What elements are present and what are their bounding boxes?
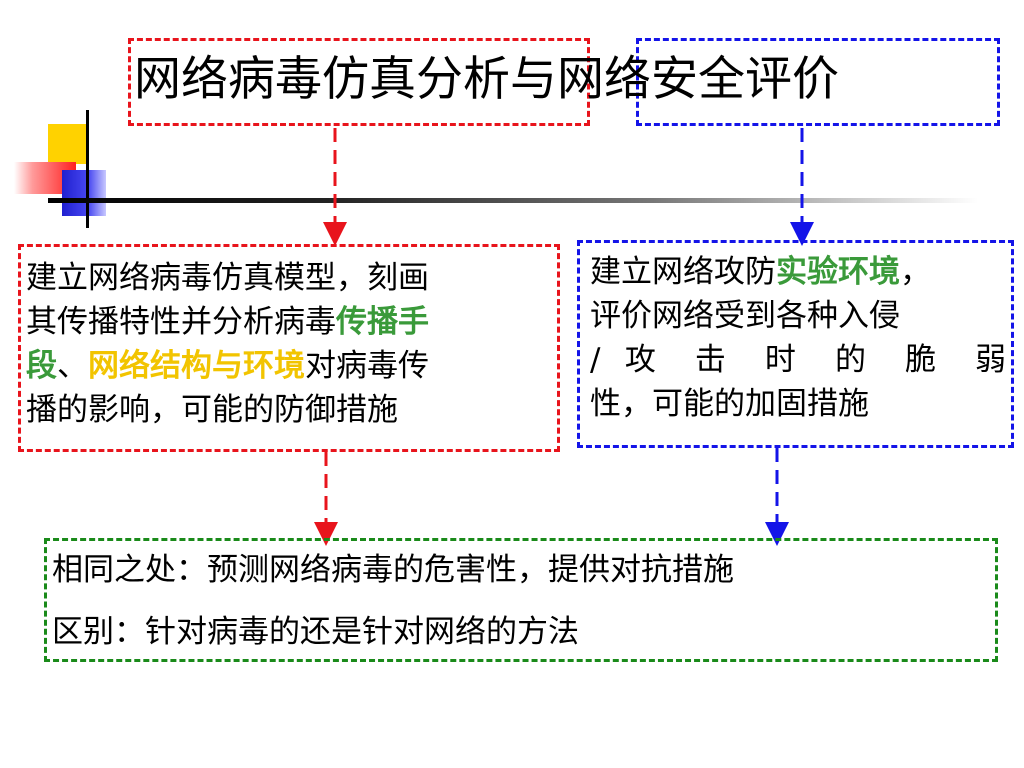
right-line-1-comma: ， <box>900 254 931 290</box>
title-right-frame <box>636 38 1000 126</box>
comparison-box <box>44 538 998 662</box>
highlight-propagation-means-cont: 段 <box>26 348 57 384</box>
right-line-1-text: 建立网络攻防 <box>590 254 776 290</box>
highlight-experiment-environment: 实验环境 <box>776 254 900 290</box>
left-line-2-text: 其传播特性并分析病毒 <box>26 304 336 340</box>
right-line-3: / 攻 击 时 的 脆 弱 <box>590 342 1006 378</box>
left-line-2: 其传播特性并分析病毒传播手 <box>26 300 542 344</box>
right-line-2: 评价网络受到各种入侵 <box>590 298 900 334</box>
difference-line: 区别：针对病毒的还是针对网络的方法 <box>52 614 579 650</box>
virus-simulation-text: 建立网络病毒仿真模型，刻画 其传播特性并分析病毒传播手 段、网络结构与环境对病毒… <box>26 256 542 432</box>
virus-simulation-box <box>18 244 560 452</box>
similarity-line: 相同之处：预测网络病毒的危害性，提供对抗措施 <box>52 552 734 588</box>
highlight-propagation-means: 传播手 <box>336 304 429 340</box>
left-line-4: 播的影响，可能的防御措施 <box>26 392 398 428</box>
right-line-4: 性，可能的加固措施 <box>590 386 869 422</box>
left-line-3-text: 对病毒传 <box>305 348 429 384</box>
title-connector-text: 与 <box>510 52 557 107</box>
decoration-horizontal-line <box>48 198 978 203</box>
highlight-network-structure: 网络结构与环境 <box>88 348 305 384</box>
left-line-1: 建立网络病毒仿真模型，刻画 <box>26 260 429 296</box>
right-line-1: 建立网络攻防实验环境， <box>590 250 1006 294</box>
decoration-yellow-square <box>48 124 88 164</box>
decoration-vertical-line <box>86 110 89 228</box>
left-line-3: 段、网络结构与环境对病毒传 <box>26 344 542 388</box>
security-evaluation-text: 建立网络攻防实验环境， 评价网络受到各种入侵 / 攻 击 时 的 脆 弱 性，可… <box>590 250 1006 426</box>
decoration-blue-square <box>62 170 106 216</box>
page-title: 网络病毒仿真分析与网络安全评价 <box>134 50 839 110</box>
security-evaluation-box <box>577 240 1014 448</box>
title-right-text: 网络安全评价 <box>557 52 839 107</box>
title-left-frame <box>128 38 590 126</box>
title-left-text: 网络病毒仿真分析 <box>134 52 510 107</box>
left-line-3-separator: 、 <box>57 348 88 384</box>
